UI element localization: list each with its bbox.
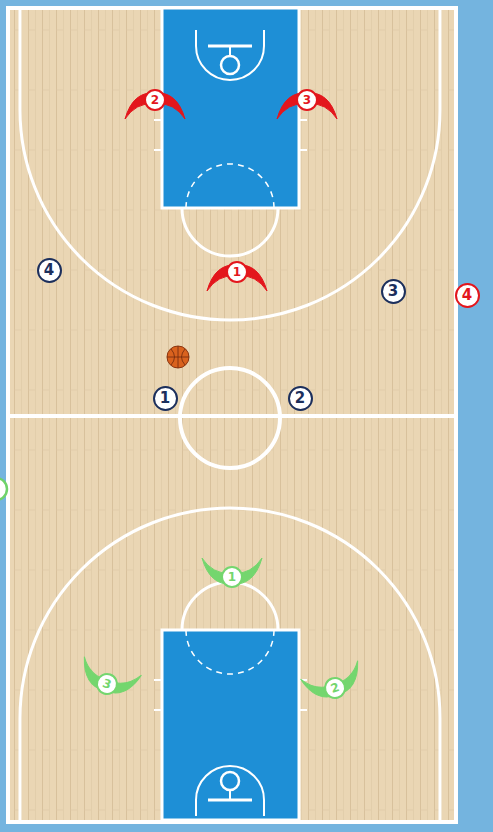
player-number: 3 [381,279,406,304]
defense-player: 2 [298,658,369,710]
defense-player: 3 [275,87,339,121]
player-number: 2 [288,386,313,411]
player-number: 3 [296,89,318,111]
player-number: 2 [321,674,349,702]
offense-player: 4 [455,283,480,308]
player-number: 3 [93,670,121,698]
player-number: 2 [144,89,166,111]
player-number: 1 [221,566,243,588]
player-number: 1 [153,386,178,411]
player-number: 4 [37,258,62,283]
defense-player: 2 [123,87,187,121]
edge-marker [0,478,7,500]
offense-player: 4 [37,258,62,283]
player-number: 4 [455,283,480,308]
offense-player: 1 [153,386,178,411]
defense-player: 3 [73,654,144,706]
basketball [167,346,189,368]
player-number: 1 [226,261,248,283]
offense-player: 3 [381,279,406,304]
offense-player: 2 [288,386,313,411]
defense-player: 1 [200,556,264,590]
defense-player: 1 [205,259,269,293]
